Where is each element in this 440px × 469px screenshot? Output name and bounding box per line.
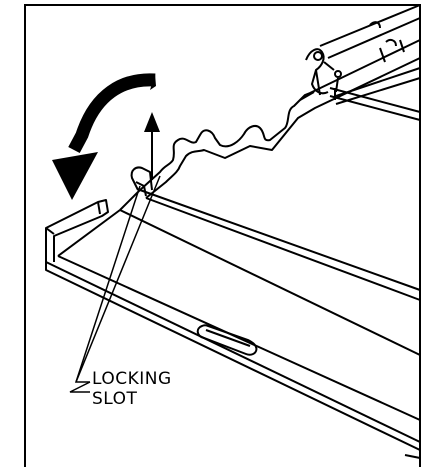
tray-back-rail <box>139 4 421 199</box>
tray-body <box>45 67 421 459</box>
callout-leader <box>69 175 161 393</box>
up-arrow-icon <box>144 112 160 180</box>
tray-handle-slot <box>196 324 258 356</box>
callout-label-locking: LOCKING <box>92 369 172 389</box>
callout-label-slot: SLOT <box>92 389 138 409</box>
frame-border <box>24 4 421 467</box>
curved-arrow-icon <box>52 73 156 200</box>
